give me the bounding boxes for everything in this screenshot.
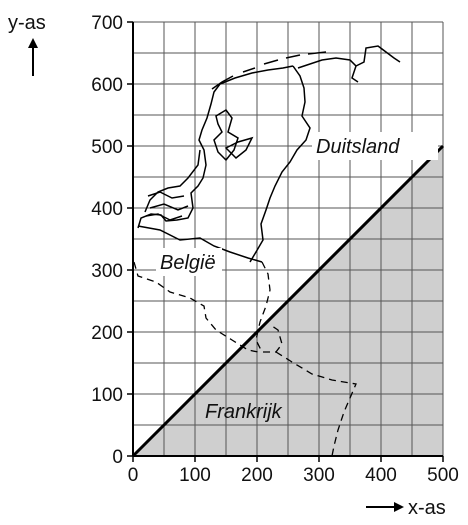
y-tick-label: 0	[112, 447, 123, 468]
y-tick-label: 500	[91, 137, 123, 158]
north-coast	[297, 45, 401, 83]
y-tick-label: 600	[91, 75, 123, 96]
y-tick-label: 400	[91, 199, 123, 220]
x-tick-label: 300	[303, 465, 335, 486]
belgie-label-bg	[156, 248, 222, 276]
ijsselmeer	[213, 109, 239, 162]
flevoland	[224, 136, 254, 160]
nl-belgium-border	[137, 225, 263, 263]
duitsland-label-bg	[312, 132, 438, 160]
region-label-france: Frankrijk	[205, 401, 283, 423]
x-tick-label: 400	[365, 465, 397, 486]
x-tick-label: 200	[241, 465, 273, 486]
netherlands-border	[137, 65, 311, 263]
wadden-islands	[211, 51, 327, 90]
zeeland-delta	[145, 191, 189, 221]
x-tick-labels: 0 100 200 300 400 500	[128, 465, 459, 486]
y-tick-label: 300	[91, 261, 123, 282]
y-tick-label: 700	[91, 13, 123, 34]
region-label-germany: Duitsland	[316, 136, 400, 158]
x-axis-arrow-icon	[366, 502, 404, 512]
x-axis-label: x-as	[408, 497, 446, 519]
y-axis-arrow-icon	[28, 38, 38, 76]
region-label-belgium: België	[160, 252, 216, 274]
belgium-border	[133, 261, 283, 353]
france-border	[275, 351, 357, 457]
y-tick-label: 100	[91, 385, 123, 406]
x-tick-label: 500	[427, 465, 459, 486]
dividing-line	[131, 144, 445, 458]
y-tick-labels: 0 100 200 300 400 500 600 700	[91, 13, 123, 468]
netherlands-coast	[144, 149, 201, 213]
x-tick-label: 100	[179, 465, 211, 486]
y-axis-label: y-as	[8, 12, 46, 34]
x-tick-label: 0	[128, 465, 139, 486]
tick-marks	[127, 21, 444, 462]
y-tick-label: 200	[91, 323, 123, 344]
